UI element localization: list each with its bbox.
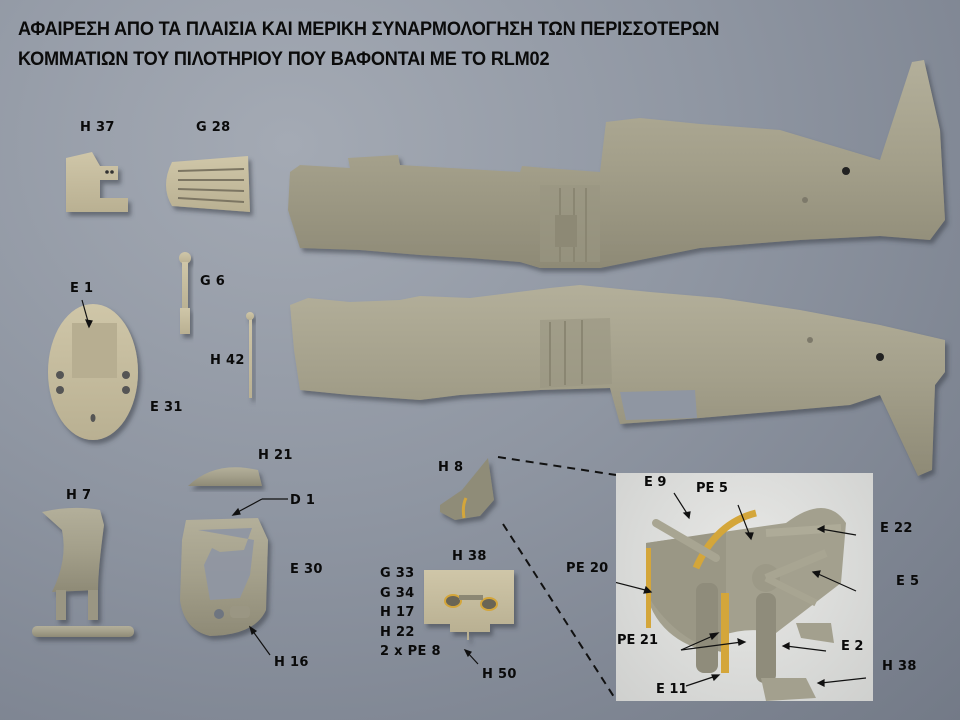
label-h8: H 8 bbox=[438, 460, 464, 475]
title-line-2: ΚΟΜΜΑΤΙΩΝ ΤΟΥ ΠΙΛΟΤΗΡΙΟΥ ΠΟΥ ΒΑΦΟΝΤΑΙ ΜΕ… bbox=[18, 48, 550, 70]
part-h21 bbox=[188, 467, 262, 486]
inset-label-e9: E 9 bbox=[644, 475, 667, 490]
label-h50: H 50 bbox=[482, 667, 517, 682]
callout-dashed-lines bbox=[497, 456, 617, 701]
inset-label-pe20: PE 20 bbox=[566, 561, 609, 576]
label-d1: D 1 bbox=[290, 493, 316, 508]
seat-closeup-illustration bbox=[616, 492, 867, 701]
label-e1: E 1 bbox=[70, 281, 94, 296]
label-g28: G 28 bbox=[196, 120, 231, 135]
inset-label-e22: E 22 bbox=[880, 521, 913, 536]
seat-part-item: G 34 bbox=[380, 585, 415, 601]
part-e31 bbox=[48, 304, 138, 440]
label-e31: E 31 bbox=[150, 400, 183, 415]
seat-part-item: 2 x PE 8 bbox=[380, 644, 441, 659]
inset-label-e2: E 2 bbox=[841, 639, 864, 654]
inset-label-pe5: PE 5 bbox=[696, 481, 728, 496]
label-g6: G 6 bbox=[200, 274, 226, 289]
seat-part-item: H 22 bbox=[380, 624, 415, 640]
label-h16: H 16 bbox=[274, 655, 309, 670]
seat-closeup-inset: E 9 PE 5 PE 21 E 2 E 11 bbox=[616, 473, 873, 701]
seat-part-item: H 17 bbox=[380, 605, 415, 620]
inset-label-e5: E 5 bbox=[896, 574, 920, 589]
part-h37 bbox=[66, 152, 128, 212]
label-e30: E 30 bbox=[290, 562, 323, 577]
page-title: ΑΦΑΙΡΕΣΗ ΑΠΟ ΤΑ ΠΛΑΙΣΙΑ ΚΑΙ ΜΕΡΙΚΗ ΣΥΝΑΡ… bbox=[18, 14, 883, 74]
title-line-1: ΑΦΑΙΡΕΣΗ ΑΠΟ ΤΑ ΠΛΑΙΣΙΑ ΚΑΙ ΜΕΡΙΚΗ ΣΥΝΑΡ… bbox=[18, 18, 720, 40]
part-g28 bbox=[166, 156, 250, 212]
label-h37: H 37 bbox=[80, 120, 115, 135]
label-h21: H 21 bbox=[258, 448, 293, 463]
label-h38-main: H 38 bbox=[452, 549, 487, 564]
seat-part-item: G 33 bbox=[380, 566, 415, 581]
label-h42: H 42 bbox=[210, 353, 245, 368]
part-h42 bbox=[246, 312, 254, 398]
label-h7: H 7 bbox=[66, 488, 92, 503]
inset-label-h38: H 38 bbox=[882, 659, 917, 674]
inset-label-e11: E 11 bbox=[656, 682, 688, 697]
part-g6 bbox=[179, 252, 191, 334]
inset-label-pe21: PE 21 bbox=[617, 633, 659, 648]
part-h7 bbox=[32, 507, 134, 637]
fuselage-half-lower bbox=[290, 285, 945, 476]
part-e30 bbox=[180, 518, 268, 636]
seat-parts-list: G 33 G 34 H 17 H 22 2 x PE 8 bbox=[380, 564, 441, 662]
fuselage-half-upper bbox=[288, 60, 945, 268]
